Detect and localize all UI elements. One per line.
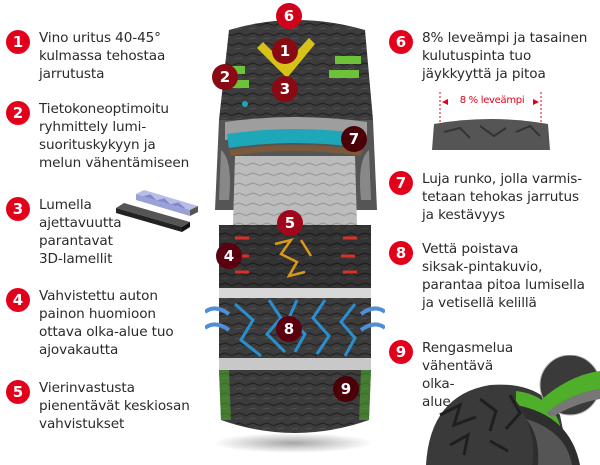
tire-marker-3: 3 xyxy=(272,76,298,102)
number-badge: 4 xyxy=(6,288,30,312)
number-badge: 2 xyxy=(6,101,30,125)
feature-2: 2 Tietokoneoptimoitu ryhmittely lumi- su… xyxy=(6,100,196,172)
tire-marker-9: 9 xyxy=(333,376,359,402)
text-line: Vino uritus 40-45° xyxy=(39,30,161,46)
feature-text: Tietokoneoptimoitu ryhmittely lumi- suor… xyxy=(39,100,189,172)
text-line: suorituskykyyn ja xyxy=(39,137,156,153)
tire-marker-8: 8 xyxy=(276,316,302,342)
tire-marker-4: 4 xyxy=(216,243,242,269)
text-line: painon huomioon xyxy=(39,306,156,322)
text-line: ja kestävyys xyxy=(422,207,505,223)
text-line: 8% leveämpi ja tasainen xyxy=(422,30,588,46)
text-line: Luja runko, jolla varmis- xyxy=(422,171,583,187)
feature-text: Vettä poistava siksak-pintakuvio, parant… xyxy=(422,240,585,312)
feature-8: 8 Vettä poistava siksak-pintakuvio, para… xyxy=(389,240,599,312)
feature-text: Vierinvastusta pienentävät keskiosan vah… xyxy=(39,379,190,433)
text-line: Lumella xyxy=(39,197,92,213)
tire-marker-2: 2 xyxy=(212,64,238,90)
text-line: ajettavuutta xyxy=(39,215,122,231)
feature-text: Rengasmelua vähentävä olka- alue xyxy=(422,339,513,411)
feature-6: 6 8% leveämpi ja tasainen kulutuspinta t… xyxy=(389,29,599,83)
text-line: ja vetisellä kelillä xyxy=(422,295,537,311)
number-badge: 3 xyxy=(6,197,30,221)
feature-9: 9 Rengasmelua vähentävä olka- alue xyxy=(389,339,513,411)
feature-5: 5 Vierinvastusta pienentävät keskiosan v… xyxy=(6,379,206,433)
width-label: 8 % leveämpi xyxy=(459,95,525,106)
number-badge: 9 xyxy=(389,340,413,364)
3d-sipe-illustration xyxy=(116,190,198,232)
number-badge: 5 xyxy=(6,380,30,404)
feature-text: 8% leveämpi ja tasainen kulutuspinta tuo… xyxy=(422,29,587,83)
tread-width-graphic xyxy=(432,92,550,150)
number-badge: 8 xyxy=(389,241,413,265)
tire-marker-5: 5 xyxy=(277,210,303,236)
tire-marker-7: 7 xyxy=(341,126,367,152)
feature-text: Vino uritus 40-45° kulmassa tehostaa jar… xyxy=(39,29,165,83)
tire-marker-6: 6 xyxy=(276,3,302,29)
tire-cross-section-diagram xyxy=(205,20,385,453)
feature-text: Vahvistettu auton painon huomioon ottava… xyxy=(39,287,174,359)
feature-1: 1 Vino uritus 40-45° kulmassa tehostaa j… xyxy=(6,29,196,83)
text-line: Rengasmelua xyxy=(422,340,514,356)
feature-4: 4 Vahvistettu auton painon huomioon otta… xyxy=(6,287,196,359)
text-line: jarrutusta xyxy=(39,66,105,82)
text-line: tetaan tehokas jarrutus xyxy=(422,189,580,205)
tread-width-illustration: 8 % leveämpi xyxy=(430,92,555,150)
feature-3: 3 Lumella ajettavuutta parantavat 3D-lam… xyxy=(6,196,122,268)
text-line: jäykkyyttä ja pitoa xyxy=(422,66,546,82)
text-line: Tietokoneoptimoitu xyxy=(39,101,169,117)
text-line: parantavat xyxy=(39,233,113,249)
text-line: melun vähentämiseen xyxy=(39,155,190,171)
text-line: vahvistukset xyxy=(39,416,125,432)
feature-7: 7 Luja runko, jolla varmis- tetaan tehok… xyxy=(389,170,599,224)
text-line: alue xyxy=(422,394,451,410)
text-line: Vettä poistava xyxy=(422,241,519,257)
text-line: vähentävä olka- xyxy=(422,358,494,392)
number-badge: 7 xyxy=(389,171,413,195)
text-line: ottava olka-alue tuo xyxy=(39,324,174,340)
tire-shoulder-photo xyxy=(426,355,600,465)
feature-text: Lumella ajettavuutta parantavat 3D-lamel… xyxy=(39,196,122,268)
text-line: ryhmittely lumi- xyxy=(39,119,147,135)
text-line: Vahvistettu auton xyxy=(39,288,158,304)
text-line: parantaa pitoa lumisella xyxy=(422,277,585,293)
text-line: kulmassa tehostaa xyxy=(39,48,166,64)
tire-marker-1: 1 xyxy=(272,38,298,64)
text-line: kulutuspinta tuo xyxy=(422,48,532,64)
text-line: pienentävät keskiosan xyxy=(39,398,190,414)
text-line: 3D-lamellit xyxy=(39,251,113,267)
number-badge: 1 xyxy=(6,30,30,54)
text-line: siksak-pintakuvio, xyxy=(422,259,543,275)
text-line: ajovakautta xyxy=(39,342,119,358)
feature-text: Luja runko, jolla varmis- tetaan tehokas… xyxy=(422,170,582,224)
number-badge: 6 xyxy=(389,30,413,54)
text-line: Vierinvastusta xyxy=(39,380,135,396)
